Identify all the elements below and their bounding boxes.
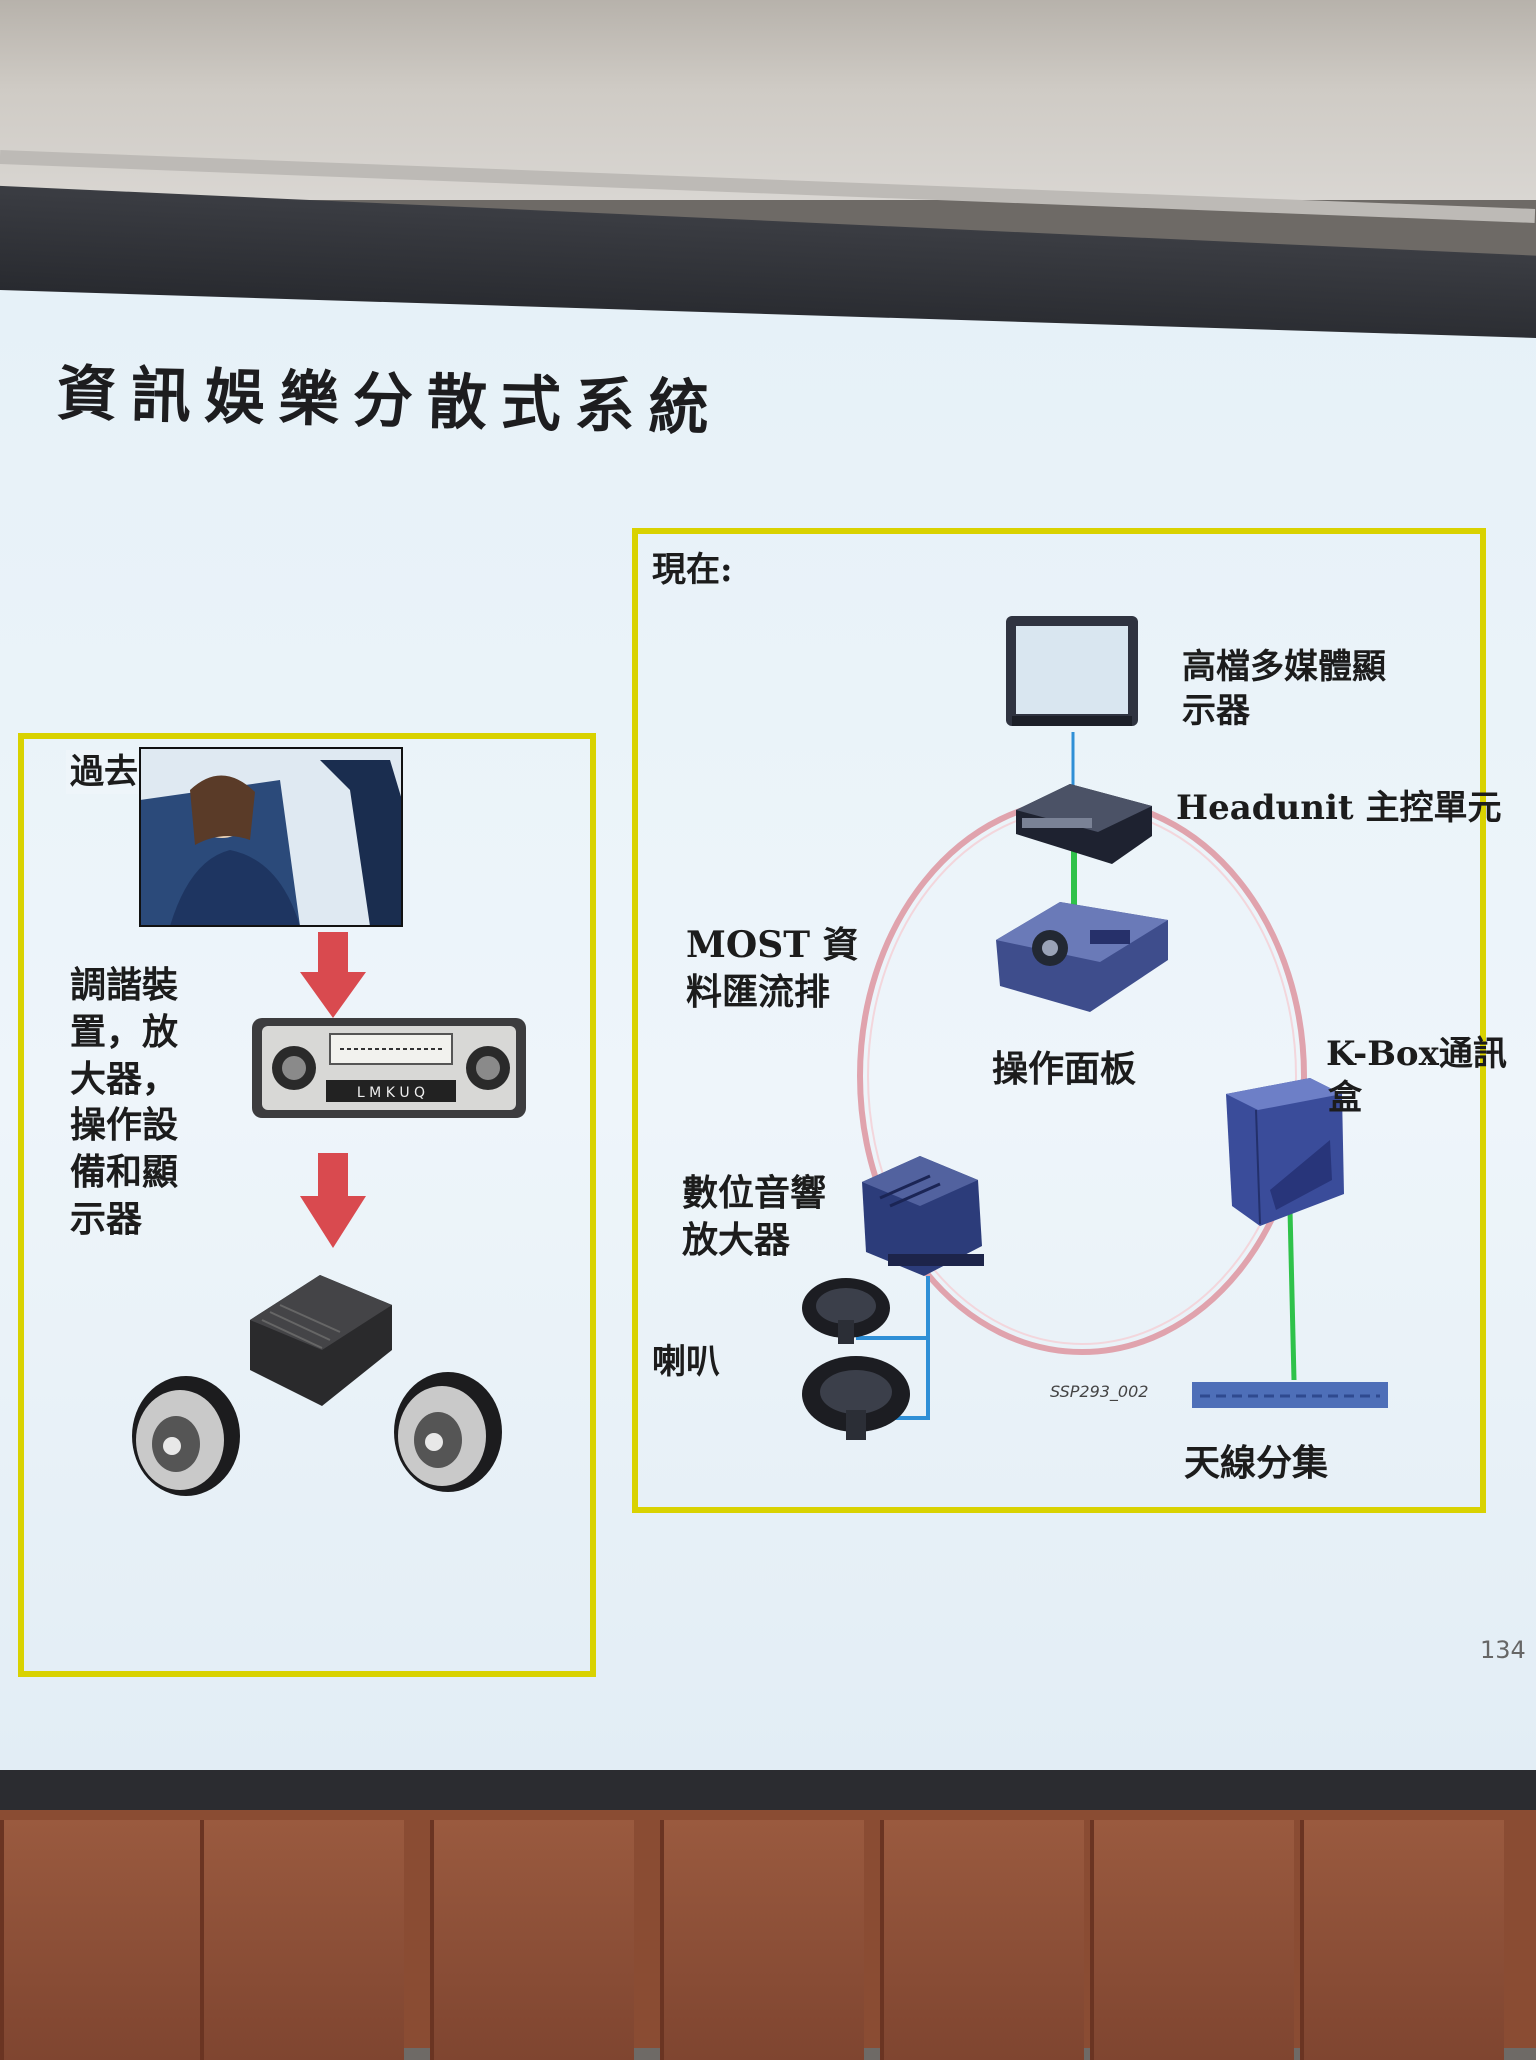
car-radio: L M K U Q [252,1018,526,1118]
digital-amp-label-line: 數位音響 [682,1172,827,1214]
kbox-label: K-Box通訊 盒 [1326,1032,1507,1120]
display-label-line: 高檔多媒體顯 [1182,647,1386,687]
past-heading: 過去 [66,750,142,795]
control-panel-label: 操作面板 [992,1048,1137,1090]
wall-panel [660,1820,864,2060]
kbox-label-line: 盒 [1328,1078,1362,1119]
amplifier [250,1275,392,1406]
past-description-line: 調諧裝 [70,964,179,1006]
page-number: 134 [1480,1636,1526,1664]
wall-panel [1090,1820,1294,2060]
speaker-left [132,1376,240,1496]
multimedia-display [1006,616,1138,726]
past-description-line: 大器， [70,1057,179,1100]
antenna-connector [1287,1209,1297,1381]
present-heading: 現在: [652,550,733,590]
headunit [1016,784,1152,864]
headunit-label: Headunit 主控單元 [1176,788,1502,828]
past-panel [18,733,596,1677]
present-panel [632,528,1486,1513]
display-label: 高檔多媒體顯 示器 [1182,645,1386,733]
most-bus-label: MOST 資 料匯流排 [686,922,859,1016]
wall-panel [430,1820,634,2060]
speaker-label: 喇叭 [652,1342,720,1382]
radio-buttons-label: L M K U Q [357,1085,425,1101]
antenna-label: 天線分集 [1184,1442,1329,1484]
most-bus-label-line: 料匯流排 [686,970,831,1013]
antenna-diversity [1192,1382,1388,1408]
past-description-line: 操作設 [70,1104,179,1147]
past-description: 調諧裝 置，放 大器， 操作設 備和顯 示器 [70,962,178,1243]
control-panel [996,902,1168,1012]
arrow-down-icon [300,1153,366,1248]
past-description-line: 置，放 [70,1010,179,1053]
driver-photo [139,747,403,927]
wall-panel [880,1820,1084,2060]
kbox-label-line: K-Box通訊 [1326,1034,1507,1074]
display-label-line: 示器 [1182,691,1250,732]
speaker-lower [802,1356,910,1440]
digital-amplifier [862,1156,984,1276]
wall-panel [1300,1820,1504,2060]
speaker-right [394,1372,502,1492]
speaker-upper [802,1278,890,1344]
past-description-line: 示器 [70,1197,143,1240]
image-credit: SSP293_002 [1050,1382,1149,1401]
arrow-down-icon [300,932,366,1018]
past-description-line: 備和顯 [70,1151,179,1194]
wall-panel [200,1820,404,2060]
digital-amp-label: 數位音響 放大器 [682,1170,826,1264]
digital-amp-label-line: 放大器 [682,1218,791,1261]
kbox [1226,1078,1344,1226]
most-bus-label-line: MOST 資 [686,924,859,966]
wall-panel [0,1820,204,2060]
